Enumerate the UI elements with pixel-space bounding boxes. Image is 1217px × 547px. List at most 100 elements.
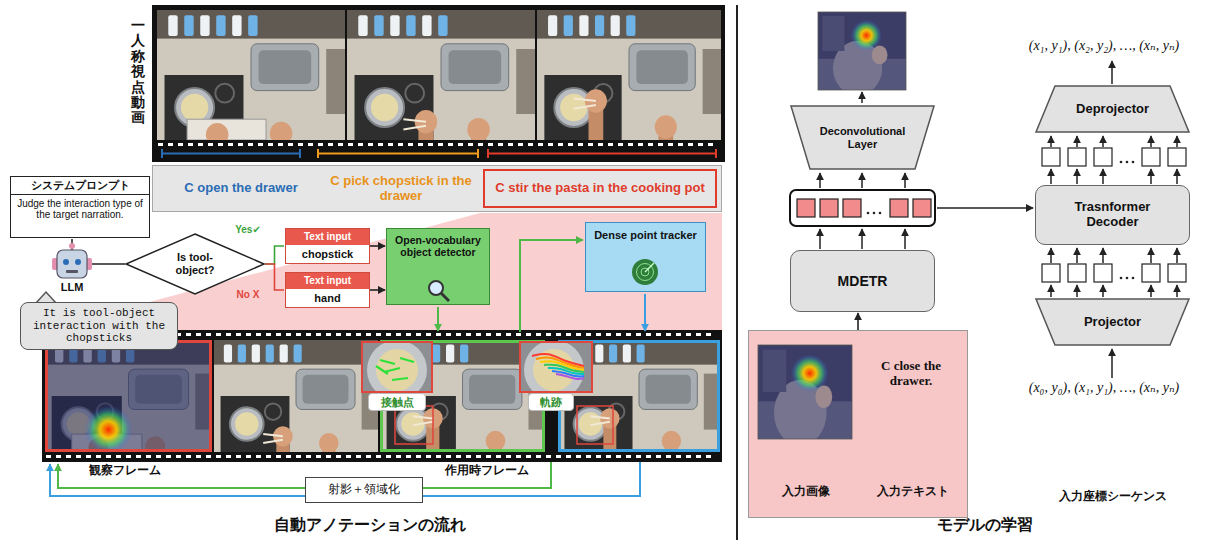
film-perforation [706,455,711,458]
chopstick [403,126,426,130]
film-perforation [436,455,441,458]
decoder-input-arrow [1176,248,1178,263]
film-perforation [576,455,581,458]
film-perforation [526,455,531,458]
contact-inset [362,342,432,392]
pasta [376,349,418,391]
shelf-bottle [626,15,635,36]
diamond-shape [126,234,264,294]
film-perforation [528,143,533,146]
film-perforation [168,143,173,146]
film-perforation [256,455,261,458]
ellipsis-dot [867,212,870,215]
burner [405,84,424,103]
llm-answer: It is tool-object interaction with the c… [25,307,173,345]
heatmap-blob [791,354,829,392]
film-perforation [516,333,521,336]
observation-frame-border [47,342,211,451]
film-perforation [566,333,571,336]
back-wall [157,10,345,39]
target-narration-box: C stir the pasta in the cooking pot [483,169,717,208]
deprojector-input-arrow [1050,136,1052,147]
ellipsis-dot [1126,277,1129,280]
panel-title: モデルの学習 [885,516,1085,534]
coordinate-token [1068,264,1086,282]
film-perforation [178,143,183,146]
projector-input-arrow [1111,349,1113,378]
mdetr-to-token-arrow [819,229,821,249]
decoder-input-arrow [1102,248,1104,263]
film-perforation [706,333,711,336]
projector-trapezoid: Projector [1035,298,1190,346]
film-perforation [458,143,463,146]
radar-disc [632,259,658,285]
panel-divider [736,5,738,540]
token-to-deconv-arrow [861,173,863,188]
film-perforation [316,455,321,458]
robot-head [57,250,87,278]
decoder-box: Trasnformer Decoder [1035,185,1190,245]
photo-border [818,12,906,90]
film-perforation [476,455,481,458]
film-perforation [596,333,601,336]
coordinate-token [1142,148,1160,166]
decoder-output-arrow [1176,169,1178,184]
shelf-bottle [579,15,588,36]
tracker-input-arrow [520,240,583,332]
layer-name: Deprojector [1076,102,1149,117]
film-perforation [596,455,601,458]
shelf-bottle [438,15,447,36]
film-perforation [566,455,571,458]
decoder-output-arrow [1076,169,1078,184]
deconv-trapezoid: Deconvolutional Layer [790,105,935,170]
film-perforation [166,455,171,458]
connector [370,289,385,291]
film-perforation [136,455,141,458]
film-perforation [616,333,621,336]
film-perforation [536,333,541,336]
film-perforation [676,455,681,458]
film-perforation [308,143,313,146]
film-perforation [496,455,501,458]
film-perforation [538,143,543,146]
film-perforation [428,143,433,146]
film-perforation [686,333,691,336]
film-perforation [606,455,611,458]
sink-basin [259,50,312,84]
film-perforation [508,143,513,146]
llm-wire [92,263,125,265]
projection-box: 射影＋領域化 [305,477,423,503]
film-perforation [446,455,451,458]
decoder-input-arrow [1150,248,1152,263]
film-perforation [486,333,491,336]
coordinate-token [1068,148,1086,166]
magnifier-handle [441,293,449,301]
deprojector-trapezoid: Deprojector [1035,85,1190,133]
kitchen-photo [347,10,535,140]
film-perforation [496,333,501,336]
film-perforation [196,455,201,458]
hand [655,115,677,138]
input-sentence: C close the drawer. [861,359,961,389]
coordinate-token [1042,148,1060,166]
film-perforation [626,455,631,458]
film-perforation [446,333,451,336]
film-perforation [686,455,691,458]
film-perforation [196,333,201,336]
vertical-heading: 一人称視点動画 [131,18,145,126]
projector-output-arrow [1150,285,1152,297]
radar-sweep [645,263,654,272]
pasta [371,94,398,121]
film-perforation [676,333,681,336]
chopstick [590,416,609,418]
sink [296,369,355,409]
film-perforation [338,143,343,146]
hand [319,433,339,452]
counter-top [157,10,345,140]
object-bbox [395,406,433,444]
process-text: 射影＋領域化 [328,483,400,497]
chopstick [590,422,609,425]
shelf-bottle [609,344,617,362]
film-perforation [456,455,461,458]
